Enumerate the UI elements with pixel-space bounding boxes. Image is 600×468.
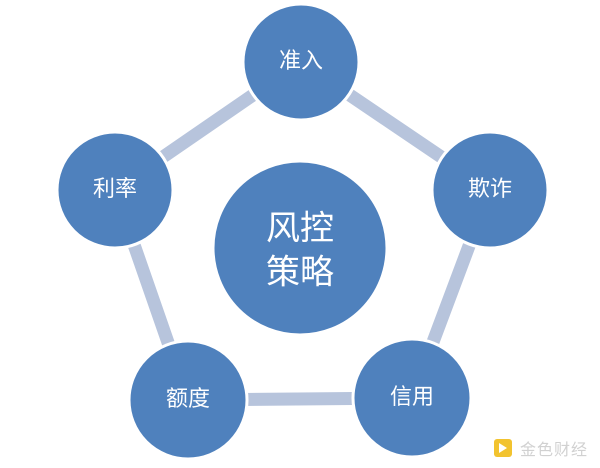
node-zhunru: 准入 [241,2,361,122]
node-edu: 额度 [127,339,249,461]
node-xinyong-circle [351,337,473,459]
center-label-line1: 风控 [266,209,334,249]
watermark: 金色财经 [492,436,588,460]
node-qizha-circle [430,130,550,250]
node-lilv: 利率 [55,130,175,250]
node-xinyong-label: 信用 [390,385,434,410]
watermark-text: 金色财经 [519,440,588,459]
node-qizha-label: 欺诈 [468,177,512,202]
brand-logo-icon [493,439,512,457]
node-zhunru-circle [241,2,361,122]
node-xinyong: 信用 [351,337,473,459]
node-qizha: 欺诈 [430,130,550,250]
node-edu-label: 额度 [166,387,210,412]
node-lilv-label: 利率 [93,177,137,202]
node-lilv-circle [55,130,175,250]
node-zhunru-label: 准入 [279,49,323,74]
center-label-line2: 策略 [266,253,334,293]
center-node: 风控 策略 [211,159,389,337]
center-circle [211,159,389,337]
node-edu-circle [127,339,249,461]
